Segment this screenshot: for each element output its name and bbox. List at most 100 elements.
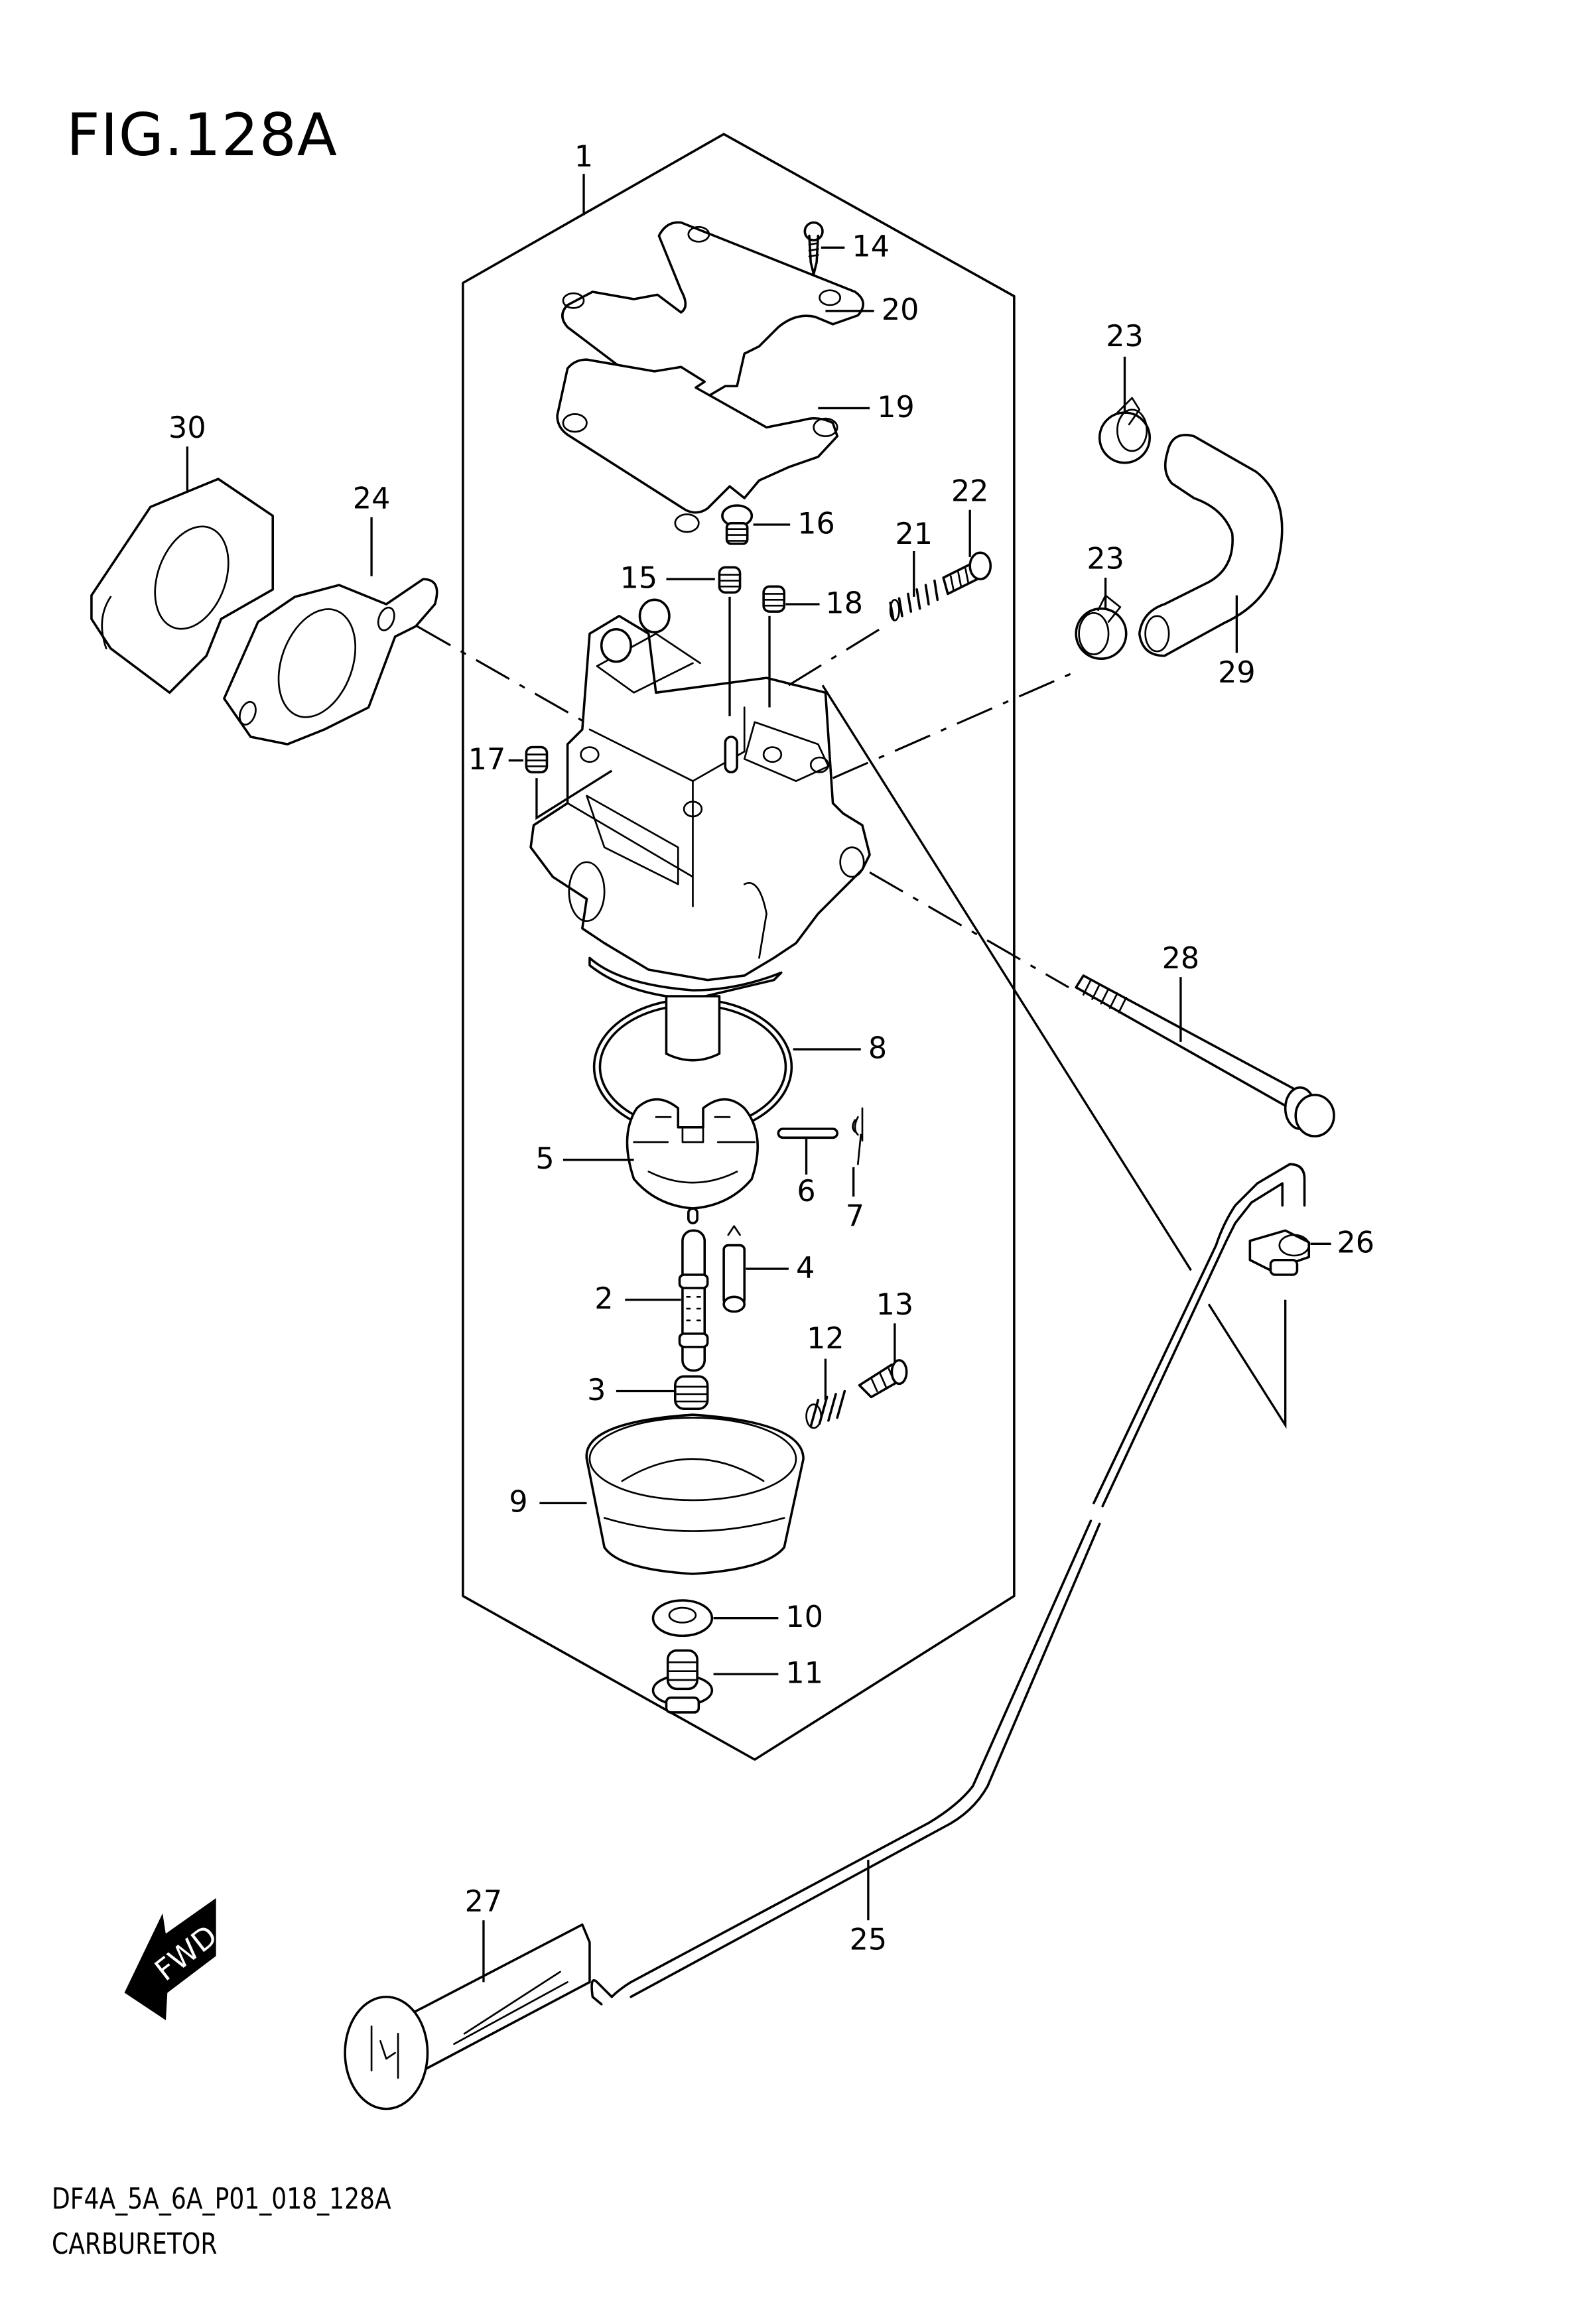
callout-float-spring[interactable]: 7 <box>846 1167 864 1234</box>
callout-number: 7 <box>846 1200 864 1234</box>
spring-21[interactable] <box>889 579 939 621</box>
drain-washer-10[interactable] <box>651 1599 714 1638</box>
callout-cover-screw[interactable]: 14 <box>821 230 890 264</box>
callout-number: 11 <box>785 1656 823 1690</box>
callout-float[interactable]: 5 <box>535 1142 634 1176</box>
callout-number: 2 <box>594 1282 613 1316</box>
jet-plug-17[interactable] <box>525 745 549 774</box>
callout-number: 22 <box>951 474 989 508</box>
centerline-bolt <box>869 871 1069 989</box>
callout-pilot-screw-spring[interactable]: 12 <box>807 1322 844 1400</box>
callout-number: 26 <box>1337 1226 1374 1260</box>
callout-layer: 1234567891011121314151617181920212223232… <box>168 140 1374 1982</box>
jet-plug-15[interactable] <box>718 566 742 594</box>
callout-cover-plug-screw[interactable]: 16 <box>753 507 835 541</box>
callout-number: 27 <box>465 1885 503 1919</box>
callout-hose-clip[interactable]: 23 <box>1106 320 1144 413</box>
cover-gasket-19[interactable] <box>556 358 838 533</box>
rod-clip-26[interactable] <box>1248 1229 1311 1276</box>
callout-mounting-bolt[interactable]: 28 <box>1162 942 1200 1042</box>
figure-title: FIG.128A <box>66 101 338 169</box>
callout-number: 19 <box>877 391 915 424</box>
callout-number: 30 <box>168 411 206 445</box>
callout-float-pin[interactable]: 6 <box>797 1137 816 1208</box>
centerline-hose <box>832 673 1073 779</box>
jet-plug-18[interactable] <box>762 585 786 613</box>
callout-number: 16 <box>797 507 835 541</box>
callout-throttle-stop-spring[interactable]: 21 <box>895 517 933 597</box>
callout-number: 4 <box>796 1251 815 1285</box>
choke-knob-27[interactable] <box>344 1923 591 2110</box>
screw-22[interactable] <box>942 551 992 596</box>
pilot-spring-12[interactable] <box>805 1389 846 1429</box>
intake-gasket-24[interactable] <box>223 578 438 745</box>
callout-rod-clip[interactable]: 26 <box>1310 1226 1374 1260</box>
callout-number: 21 <box>895 517 933 551</box>
callout-pilot-screw[interactable]: 13 <box>876 1288 914 1362</box>
float-spring-7[interactable] <box>852 1107 864 1165</box>
insulator-30[interactable] <box>90 478 274 694</box>
main-nozzle-2[interactable] <box>678 1229 709 1372</box>
plug-screw-16[interactable] <box>721 504 754 545</box>
screw-14[interactable] <box>803 221 824 276</box>
callout-number: 13 <box>876 1288 914 1322</box>
callout-number: 23 <box>1106 320 1144 354</box>
needle-valve-4[interactable] <box>722 1225 746 1313</box>
pilot-screw-13[interactable] <box>858 1359 908 1399</box>
callout-number: 1 <box>574 140 593 174</box>
float-pin-6[interactable] <box>777 1128 838 1139</box>
callout-needle-valve[interactable]: 4 <box>746 1251 815 1285</box>
mounting-bolt-28[interactable] <box>1075 974 1335 1137</box>
callout-number: 25 <box>850 1923 888 1957</box>
fwd-direction-arrow: FWD <box>124 1898 224 2021</box>
callout-number: 8 <box>868 1031 887 1065</box>
centerline-insulator <box>417 625 583 722</box>
callout-number: 6 <box>797 1175 815 1208</box>
callout-number: 24 <box>353 482 391 516</box>
callout-drain-bolt[interactable]: 11 <box>713 1656 823 1690</box>
callout-drain-washer[interactable]: 10 <box>713 1600 823 1634</box>
main-jet-3[interactable] <box>674 1375 709 1410</box>
callout-main-nozzle[interactable]: 2 <box>594 1282 681 1316</box>
callout-number: 14 <box>852 230 890 264</box>
callout-number: 18 <box>825 586 863 620</box>
callout-number: 23 <box>1087 543 1124 576</box>
callout-carburetor-assembly[interactable]: 1 <box>574 140 593 216</box>
callout-float-chamber[interactable]: 9 <box>509 1486 587 1519</box>
callout-number: 10 <box>785 1600 823 1634</box>
drain-bolt-11[interactable] <box>651 1649 714 1714</box>
callout-fuel-hose[interactable]: 29 <box>1218 595 1256 690</box>
hose-clip-23-lower[interactable] <box>1075 594 1128 660</box>
callout-number: 29 <box>1218 656 1256 690</box>
assembly-1-boundary <box>462 133 1016 1761</box>
callout-number: 17 <box>468 743 506 777</box>
callout-float-chamber-gasket[interactable]: 8 <box>793 1031 888 1065</box>
callout-number: 9 <box>509 1486 527 1519</box>
gasket-ring-8[interactable] <box>592 995 793 1136</box>
callout-intake-gasket[interactable]: 24 <box>353 482 391 576</box>
guide-line-26 <box>821 684 1287 1429</box>
choke-rod-25[interactable] <box>590 1163 1306 2006</box>
fuel-hose-29[interactable] <box>1138 434 1284 657</box>
carburetor-body[interactable] <box>529 598 871 1001</box>
callout-insulator[interactable]: 30 <box>168 411 206 491</box>
centerline-spring <box>788 625 886 686</box>
callout-jet-plug-left[interactable]: 17 <box>468 743 523 777</box>
float-5[interactable] <box>626 1098 759 1224</box>
callout-choke-knob[interactable]: 27 <box>465 1885 503 1982</box>
callout-main-jet[interactable]: 3 <box>587 1374 675 1407</box>
callout-number: 15 <box>620 562 658 596</box>
drawing-code: DF4A_5A_6A_P01_018_128A <box>52 2182 391 2216</box>
callout-jet-plug-right[interactable]: 18 <box>785 586 863 620</box>
callout-jet-plug[interactable]: 15 <box>620 562 715 596</box>
callout-cover-plate[interactable]: 20 <box>825 293 919 327</box>
callout-number: 20 <box>882 293 919 327</box>
float-chamber-9[interactable] <box>585 1413 805 1575</box>
callout-number: 3 <box>587 1374 606 1407</box>
callout-hose-clip-lower[interactable]: 23 <box>1087 543 1124 610</box>
callout-choke-rod[interactable]: 25 <box>850 1860 888 1957</box>
callout-throttle-stop-screw[interactable]: 22 <box>951 474 989 557</box>
callout-number: 28 <box>1162 942 1200 976</box>
callout-cover-gasket[interactable]: 19 <box>818 391 915 424</box>
